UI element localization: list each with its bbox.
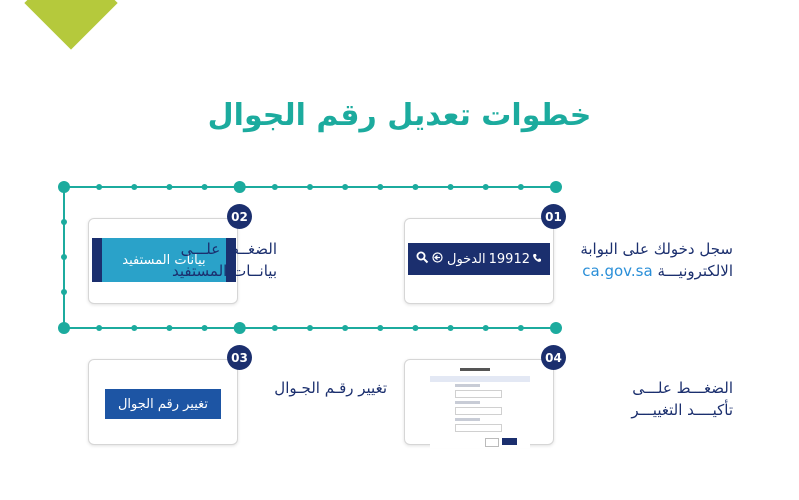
login-link: الدخول — [432, 252, 486, 267]
connector-dot — [447, 184, 454, 190]
connector-dot — [271, 325, 278, 331]
card-beneficiary: بيانات المستفيد — [88, 218, 238, 304]
connector-dot — [412, 184, 419, 190]
connector-dot — [96, 325, 103, 331]
change-number-button: تغيير رقم الجوال — [105, 389, 221, 419]
connector-dot — [550, 322, 562, 334]
connector-dot — [166, 184, 173, 190]
connector-dot — [482, 325, 489, 331]
step-02-line1: الضغــط علـــى — [180, 240, 277, 258]
step-badge-01: 01 — [541, 204, 566, 229]
connector-dot — [377, 184, 384, 190]
phone-text: 19912 — [488, 251, 530, 267]
page-title: خطوات تعديل رقم الجوال — [207, 98, 592, 133]
step-02-text: الضغــط علـــى بيانــات المستفيد — [172, 238, 277, 282]
connector-dot — [482, 184, 489, 190]
connector-dot — [517, 184, 524, 190]
phone-number: 19912 — [489, 252, 542, 267]
connector-dot — [412, 325, 419, 331]
connector-dot — [271, 184, 278, 190]
connector-dot — [201, 184, 208, 190]
step-badge-04: 04 — [541, 345, 566, 370]
step-01-line2-text: الالكترونيـــة — [652, 262, 733, 280]
connector-dot — [58, 322, 70, 334]
card-change-number: تغيير رقم الجوال — [88, 359, 238, 445]
step-01-text: سجل دخولك على البوابة الالكترونيـــة ca.… — [580, 238, 733, 282]
connector-dot — [166, 325, 173, 331]
connector-dot — [61, 254, 67, 260]
step-02-line2: بيانــات المستفيد — [172, 262, 277, 280]
change-number-label: تغيير رقم الجوال — [117, 396, 209, 412]
connector-dot — [342, 325, 349, 331]
connector-dot — [58, 181, 70, 193]
step-badge-02: 02 — [227, 204, 252, 229]
connector-dot — [61, 219, 67, 225]
connector-dot — [307, 325, 313, 331]
connector-dot — [96, 184, 103, 190]
confirm-form-thumbnail — [430, 364, 530, 448]
connector-dot — [342, 184, 349, 190]
connector-dot — [517, 325, 524, 331]
search-icon — [416, 251, 429, 268]
step-01-line1: سجل دخولك على البوابة — [580, 240, 733, 258]
step-04-line2: تأكيــــد التغييـــر — [631, 401, 733, 419]
connector-dot — [131, 325, 138, 331]
step-04-text: الضغـــط علـــى تأكيــــد التغييـــر — [631, 377, 733, 421]
step-01-line2: الالكترونيـــة ca.gov.sa — [580, 260, 733, 282]
connector-dot — [550, 181, 562, 193]
login-label: الدخول — [447, 251, 486, 267]
card-login: الدخول 19912 — [404, 218, 554, 304]
connector-dot — [201, 325, 208, 331]
login-icon — [432, 251, 443, 267]
portal-link[interactable]: ca.gov.sa — [582, 262, 653, 280]
step-03-line1: تغيير رقـم الجـوال — [274, 379, 387, 397]
step-badge-03: 03 — [227, 345, 252, 370]
connector-dot — [61, 289, 67, 295]
beneficiary-data-button: بيانات المستفيد — [92, 238, 236, 282]
connector-dot — [233, 322, 246, 334]
step-03-text: تغيير رقـم الجـوال — [274, 377, 387, 399]
connector-dot — [233, 181, 246, 193]
connector-dot — [307, 184, 313, 190]
phone-icon — [532, 252, 542, 267]
card-confirm — [404, 359, 554, 448]
beneficiary-label: بيانات المستفيد — [122, 252, 206, 268]
login-bar: الدخول 19912 — [408, 243, 550, 275]
connector-dot — [447, 325, 454, 331]
step-04-line1: الضغـــط علـــى — [632, 379, 733, 397]
connector-dot — [377, 325, 384, 331]
connector-dot — [131, 184, 138, 190]
